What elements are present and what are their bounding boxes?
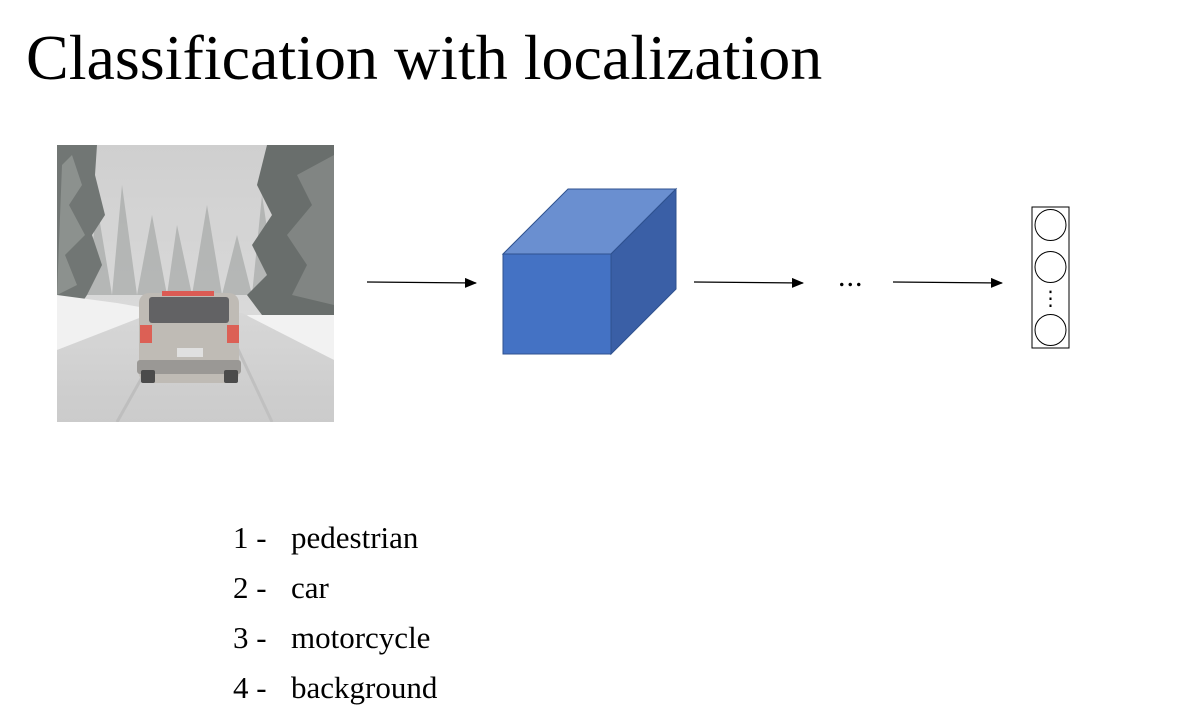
- convnet-cube: [501, 187, 678, 356]
- arrow-network-to-ellipsis: [693, 277, 804, 288]
- output-unit-2: [1034, 251, 1067, 283]
- class-item: 1 - pedestrian: [233, 516, 437, 566]
- slide-title: Classification with localization: [26, 22, 823, 93]
- class-item: 2 - car: [233, 566, 437, 616]
- class-list: 1 - pedestrian 2 - car 3 - motorcycle 4 - ba…: [233, 516, 437, 716]
- arrow-image-to-network: [366, 277, 477, 288]
- arrow-ellipsis-to-output: [892, 277, 1003, 288]
- layers-ellipsis: ...: [838, 260, 864, 293]
- output-vertical-dots: ⋮: [1041, 286, 1061, 310]
- class-item: 3 - motorcycle: [233, 616, 437, 666]
- class-number: 2 -: [233, 570, 267, 605]
- output-unit-n: [1034, 314, 1067, 346]
- output-unit-1: [1034, 209, 1067, 241]
- class-label: motorcycle: [291, 620, 431, 655]
- input-image: [57, 145, 334, 422]
- class-number: 3 -: [233, 620, 267, 655]
- class-label: pedestrian: [291, 520, 419, 555]
- class-number: 4 -: [233, 670, 267, 705]
- class-item: 4 - background: [233, 666, 437, 716]
- output-vector: ⋮: [1031, 206, 1070, 349]
- class-label: background: [291, 670, 438, 705]
- class-label: car: [291, 570, 329, 605]
- class-number: 1 -: [233, 520, 267, 555]
